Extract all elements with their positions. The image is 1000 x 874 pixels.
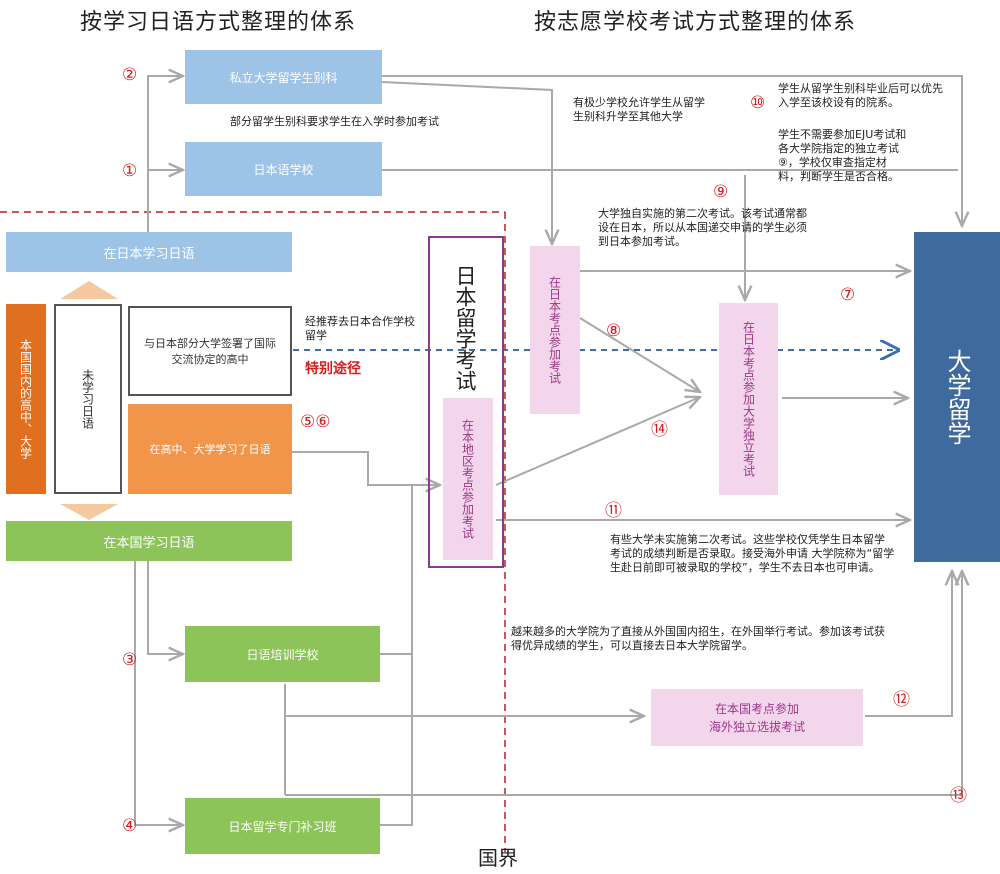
- studied-at-school-box: 在高中、大学学习了日语: [128, 404, 292, 494]
- marker-10: ⑩: [750, 93, 766, 113]
- marker-13: ⑬: [950, 786, 967, 806]
- up-triangle: [60, 281, 118, 299]
- marker-12: ⑫: [893, 690, 910, 710]
- border-label: 国界: [478, 846, 518, 870]
- home-country-school-box: 本国国内的高中、大学: [6, 304, 46, 494]
- marker-4: ④: [122, 816, 138, 836]
- agreement-high-school-box: 与日本部分大学签署了国际交流协定的高中: [128, 306, 292, 396]
- marker-9: ⑨: [713, 182, 729, 202]
- marker-5-6: ⑤⑥: [300, 412, 331, 432]
- eju-japan-box: 在日本考点参加考试: [530, 246, 580, 414]
- note-no-eju: 学生不需要参加EJU考试和各大学院指定的独立考试⑨，学校仅审查指定材料，判断学生…: [778, 128, 907, 183]
- note-recommend: 经推荐去日本合作学校留学: [305, 315, 415, 342]
- overseas-exam-line1: 在本国考点参加: [714, 701, 799, 716]
- down-triangle: [60, 504, 118, 520]
- connector: [865, 571, 952, 717]
- marker-7: ⑦: [840, 285, 856, 305]
- note-overseas: 越来越多的大学院为了直接从外国国内招生，在外国举行考试。参加该考试获得优异成绩的…: [511, 625, 885, 652]
- connector: [292, 451, 440, 485]
- connector: [285, 571, 962, 796]
- connector: [147, 561, 183, 654]
- connector: [134, 561, 183, 825]
- header-left: 按学习日语方式整理的体系: [80, 10, 357, 35]
- header-right: 按志愿学校考试方式整理的体系: [534, 10, 857, 35]
- eju-frame: [428, 236, 504, 568]
- university-box: 大学留学: [914, 232, 1000, 562]
- eju-title: 日本留学考试: [453, 265, 477, 391]
- note-no-second-exam: 有些大学未实施第二次考试。这些学校仅凭学生日本留学考试的成绩判断是否录取。接受海…: [610, 533, 895, 574]
- connector: [380, 654, 413, 826]
- prep-class-box: 日本留学专门补习班: [185, 798, 380, 854]
- marker-3: ③: [122, 650, 138, 670]
- marker-2: ②: [122, 65, 138, 85]
- marker-14: ⑭: [651, 420, 668, 440]
- overseas-exam-box: 在本国考点参加 海外独立选拔考试: [651, 689, 863, 746]
- eju-local-box: 在本地区考点参加考试: [443, 398, 493, 560]
- connector: [284, 684, 644, 716]
- study-at-home-box: 在本国学习日语: [6, 521, 292, 561]
- training-school-box: 日语培训学校: [185, 626, 380, 682]
- note-entrance: 部分留学生别科要求学生在入学时参加考试: [230, 115, 439, 128]
- overseas-exam-line2: 海外独立选拔考试: [708, 719, 805, 734]
- connector: [381, 81, 552, 244]
- special-route-label: 特别途径: [305, 361, 361, 377]
- not-studied-box: 未学习日语: [54, 304, 122, 494]
- private-university-box: 私立大学留学生别科: [185, 50, 382, 104]
- connector: [579, 317, 700, 392]
- note-second-exam: 大学独自实施的第二次考试。该考试通常都设在日本，所以从本国递交申请的学生必须到日…: [598, 207, 807, 248]
- study-in-japan-box: 在日本学习日语: [6, 232, 292, 272]
- note-priority: 学生从留学生别科毕业后可以优先入学至该校设有的院系。: [778, 82, 943, 109]
- connector: [147, 76, 183, 232]
- connector: [495, 397, 700, 486]
- independent-exam-box: 在日本考点参加大学独立考试: [719, 303, 778, 495]
- connector: [380, 485, 413, 655]
- marker-11: ⑪: [605, 501, 622, 521]
- connector: [382, 75, 962, 226]
- marker-8: ⑧: [606, 321, 622, 341]
- japanese-language-school-box: 日本语学校: [185, 142, 382, 196]
- note-few-schools: 有极少学校允许学生从留学生别科升学至其他大学: [573, 96, 705, 123]
- marker-1: ①: [122, 161, 138, 181]
